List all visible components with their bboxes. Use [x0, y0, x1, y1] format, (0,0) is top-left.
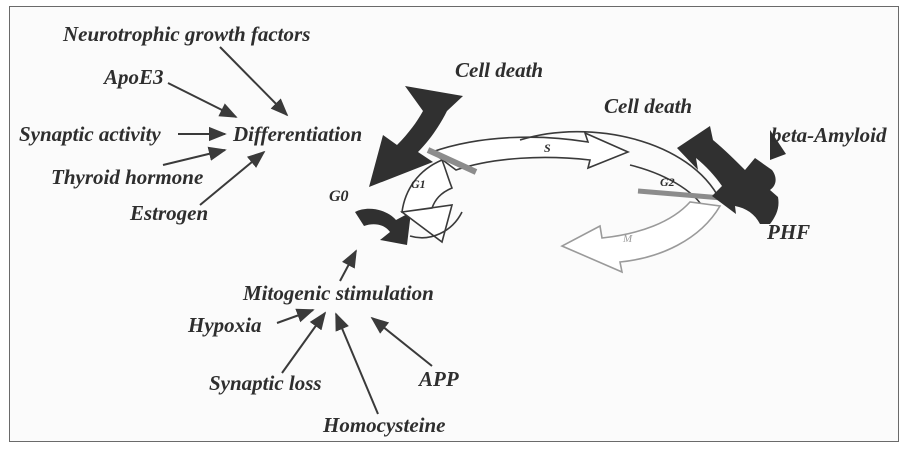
g1-phase-arrow: [402, 160, 452, 242]
dark-arrow-g0-reentry: [355, 209, 411, 245]
g2-checkpoint-bar: [638, 191, 722, 198]
label-cell-death-right: Cell death: [604, 96, 692, 117]
label-cell-death-left: Cell death: [455, 60, 543, 81]
label-thyroid-hormone: Thyroid hormone: [51, 167, 203, 188]
label-g0: G0: [329, 189, 349, 205]
arrow-apoe3-to-differentiation: [168, 83, 236, 117]
arrow-hypoxia-to-mitogenic: [277, 310, 313, 323]
arrow-synaptic-loss-to-mitogenic: [282, 313, 325, 373]
arrow-neurotrophic-to-differentiation: [220, 47, 287, 115]
label-m: M: [623, 234, 632, 245]
arrow-estrogen-to-differentiation: [200, 152, 264, 205]
label-synaptic-loss: Synaptic loss: [209, 373, 322, 394]
arrow-mitogenic-to-g0: [340, 251, 356, 281]
label-mitogenic-stimulation: Mitogenic stimulation: [243, 283, 434, 304]
label-beta-amyloid: beta-Amyloid: [771, 125, 886, 146]
label-differentiation: Differentiation: [233, 124, 362, 145]
label-g2: G2: [660, 176, 675, 188]
label-neurotrophic-growth-factors: Neurotrophic growth factors: [63, 24, 310, 45]
arrow-thyroid-to-differentiation: [163, 150, 225, 165]
label-g1: G1: [411, 178, 426, 190]
label-hypoxia: Hypoxia: [188, 315, 262, 336]
label-app: APP: [419, 369, 459, 390]
label-apoe3: ApoE3: [104, 67, 164, 88]
arrow-homocysteine-to-mitogenic: [336, 314, 378, 414]
dark-arrow-g0-cell-death: [369, 86, 463, 187]
label-synaptic-activity: Synaptic activity: [19, 124, 161, 145]
label-homocysteine: Homocysteine: [323, 415, 445, 436]
label-estrogen: Estrogen: [130, 203, 208, 224]
arrow-app-to-mitogenic: [372, 318, 432, 366]
label-phf: PHF: [767, 222, 810, 243]
m-phase-arrow: [562, 202, 720, 272]
label-s: S: [544, 142, 551, 154]
